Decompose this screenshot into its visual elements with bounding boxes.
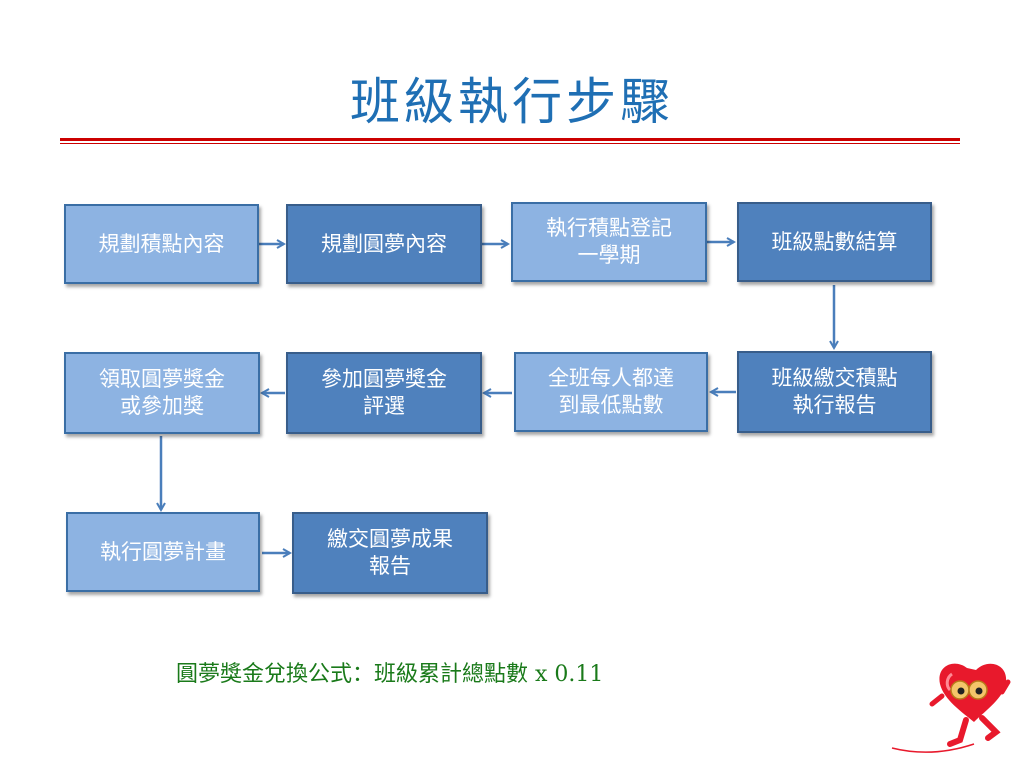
heart-mascot-icon bbox=[891, 663, 1011, 753]
step-label: 規劃積點內容 bbox=[98, 231, 225, 256]
step-label: 規劃圓夢內容 bbox=[321, 231, 447, 256]
title-divider-bottom bbox=[60, 143, 960, 144]
step-label: 繳交圓夢成果 報告 bbox=[327, 527, 453, 578]
step-box-record-points: 執行積點登記 一學期 bbox=[511, 202, 707, 282]
step-box-tally-points: 班級點數結算 bbox=[737, 202, 932, 282]
grant-formula: 圓夢獎金兌換公式：班級累計總點數 x 0.11 bbox=[176, 662, 604, 687]
step-box-plan-dream: 規劃圓夢內容 bbox=[286, 204, 482, 284]
step-box-grant-review: 參加圓夢獎金 評選 bbox=[286, 352, 482, 434]
step-label: 領取圓夢獎金 或參加獎 bbox=[99, 367, 225, 418]
step-label: 全班每人都達 到最低點數 bbox=[548, 366, 674, 417]
step-box-submit-results: 繳交圓夢成果 報告 bbox=[292, 512, 488, 594]
step-label: 執行積點登記 一學期 bbox=[546, 216, 672, 267]
step-box-minimum-points: 全班每人都達 到最低點數 bbox=[514, 352, 708, 432]
step-box-receive-grant: 領取圓夢獎金 或參加獎 bbox=[64, 352, 260, 434]
step-label: 參加圓夢獎金 評選 bbox=[321, 367, 447, 418]
step-label: 執行圓夢計畫 bbox=[100, 539, 226, 564]
step-box-submit-report: 班級繳交積點 執行報告 bbox=[737, 351, 932, 433]
step-box-plan-points: 規劃積點內容 bbox=[64, 204, 259, 284]
title-divider-top bbox=[60, 138, 960, 141]
step-label: 班級點數結算 bbox=[771, 229, 898, 254]
step-label: 班級繳交積點 執行報告 bbox=[771, 366, 898, 417]
step-box-execute-plan: 執行圓夢計畫 bbox=[66, 512, 260, 592]
page-title: 班級執行步驟 bbox=[350, 73, 674, 131]
